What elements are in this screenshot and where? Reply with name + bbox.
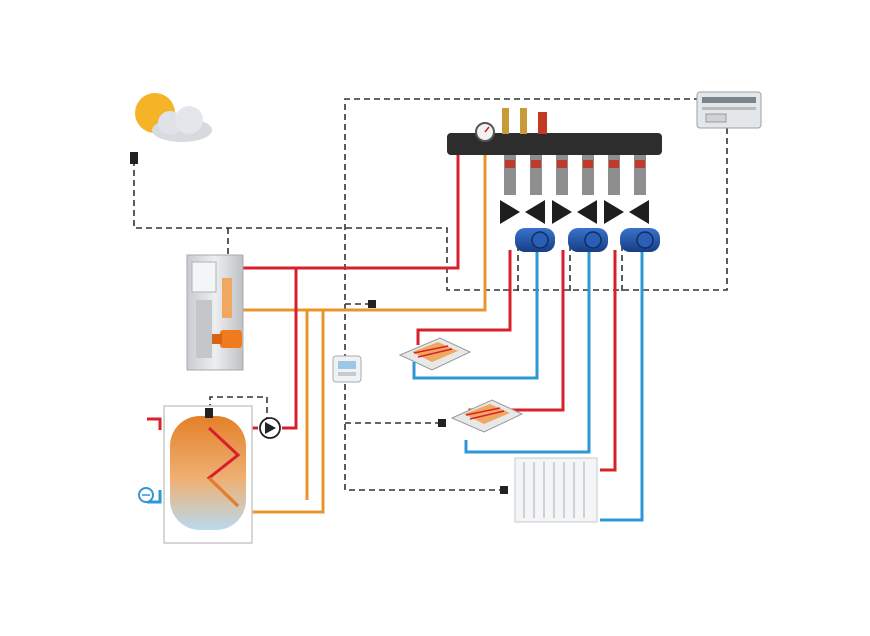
floor-sensor-2	[438, 419, 446, 427]
room-thermostat-icon[interactable]	[332, 355, 362, 383]
tank-pump-wire	[209, 396, 268, 420]
boiler-return-piping	[243, 155, 487, 514]
controller-module-icon[interactable]	[696, 91, 762, 129]
valve-wires	[517, 245, 623, 292]
underfloor-heating-icon[interactable]	[398, 337, 472, 371]
burner	[212, 330, 242, 348]
valve-stems	[504, 155, 646, 195]
control-wiring	[133, 98, 728, 491]
pellet-boiler-icon[interactable]	[186, 254, 244, 371]
sensor-to-boiler-wire	[133, 160, 500, 291]
circulation-pump-icon[interactable]	[620, 228, 660, 252]
sun-cloud-icon	[135, 93, 212, 142]
radiator-icon[interactable]	[514, 457, 598, 523]
pressure-gauge-icon	[475, 122, 495, 142]
circulation-pump-icon[interactable]	[568, 228, 608, 252]
mixing-valves	[500, 200, 649, 224]
flow-meters	[505, 160, 645, 168]
circulation-pumps	[515, 228, 660, 252]
outdoor-sensor-icon	[130, 152, 138, 164]
radiator-sensor	[500, 486, 508, 494]
circulation-pump-icon[interactable]	[515, 228, 555, 252]
underfloor-heating-icon[interactable]	[450, 399, 524, 433]
brass-vents	[502, 108, 547, 134]
hot-water-tank-icon[interactable]	[163, 405, 253, 544]
manifold	[447, 108, 662, 224]
floor-sensor-1	[368, 300, 376, 308]
return-piping	[147, 250, 644, 522]
controller-top-wire	[344, 98, 700, 491]
expansion-gauge-icon	[138, 487, 154, 503]
controller-right-wire	[500, 128, 728, 291]
tank-pump-icon[interactable]	[259, 417, 281, 439]
